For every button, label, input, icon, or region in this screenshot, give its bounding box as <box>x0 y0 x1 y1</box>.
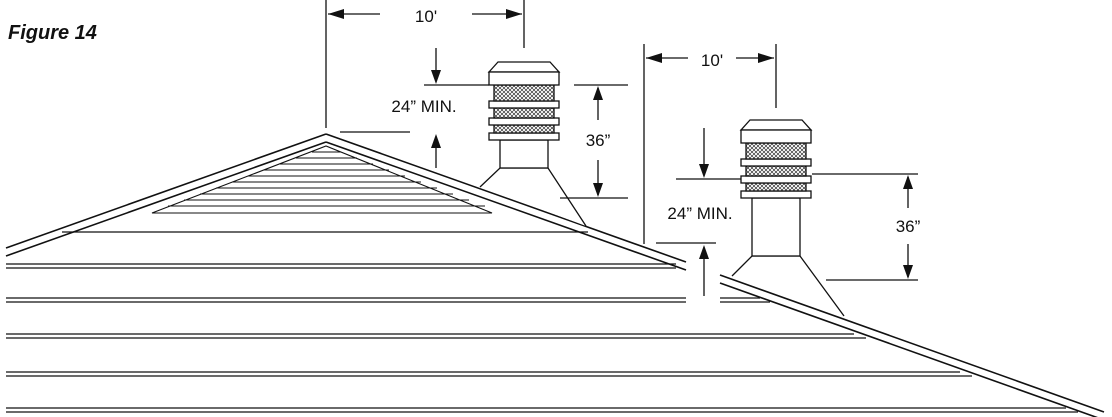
left-distance-label: 10' <box>415 7 437 26</box>
gable-vent <box>151 145 493 214</box>
roof <box>5 133 1105 417</box>
right-distance-label: 10' <box>701 51 723 70</box>
chimney-left <box>479 61 587 227</box>
siding <box>6 231 1078 413</box>
figure-title: Figure 14 <box>8 22 97 44</box>
left-dimensions <box>325 0 628 199</box>
right-clearance-label: 24” MIN. <box>667 204 732 223</box>
right-arrowheads <box>646 53 913 279</box>
left-height-label: 36” <box>586 131 611 150</box>
chimney-right <box>731 119 845 317</box>
left-arrowheads <box>328 9 603 197</box>
right-height-label: 36” <box>896 217 921 236</box>
left-clearance-label: 24” MIN. <box>391 97 456 116</box>
